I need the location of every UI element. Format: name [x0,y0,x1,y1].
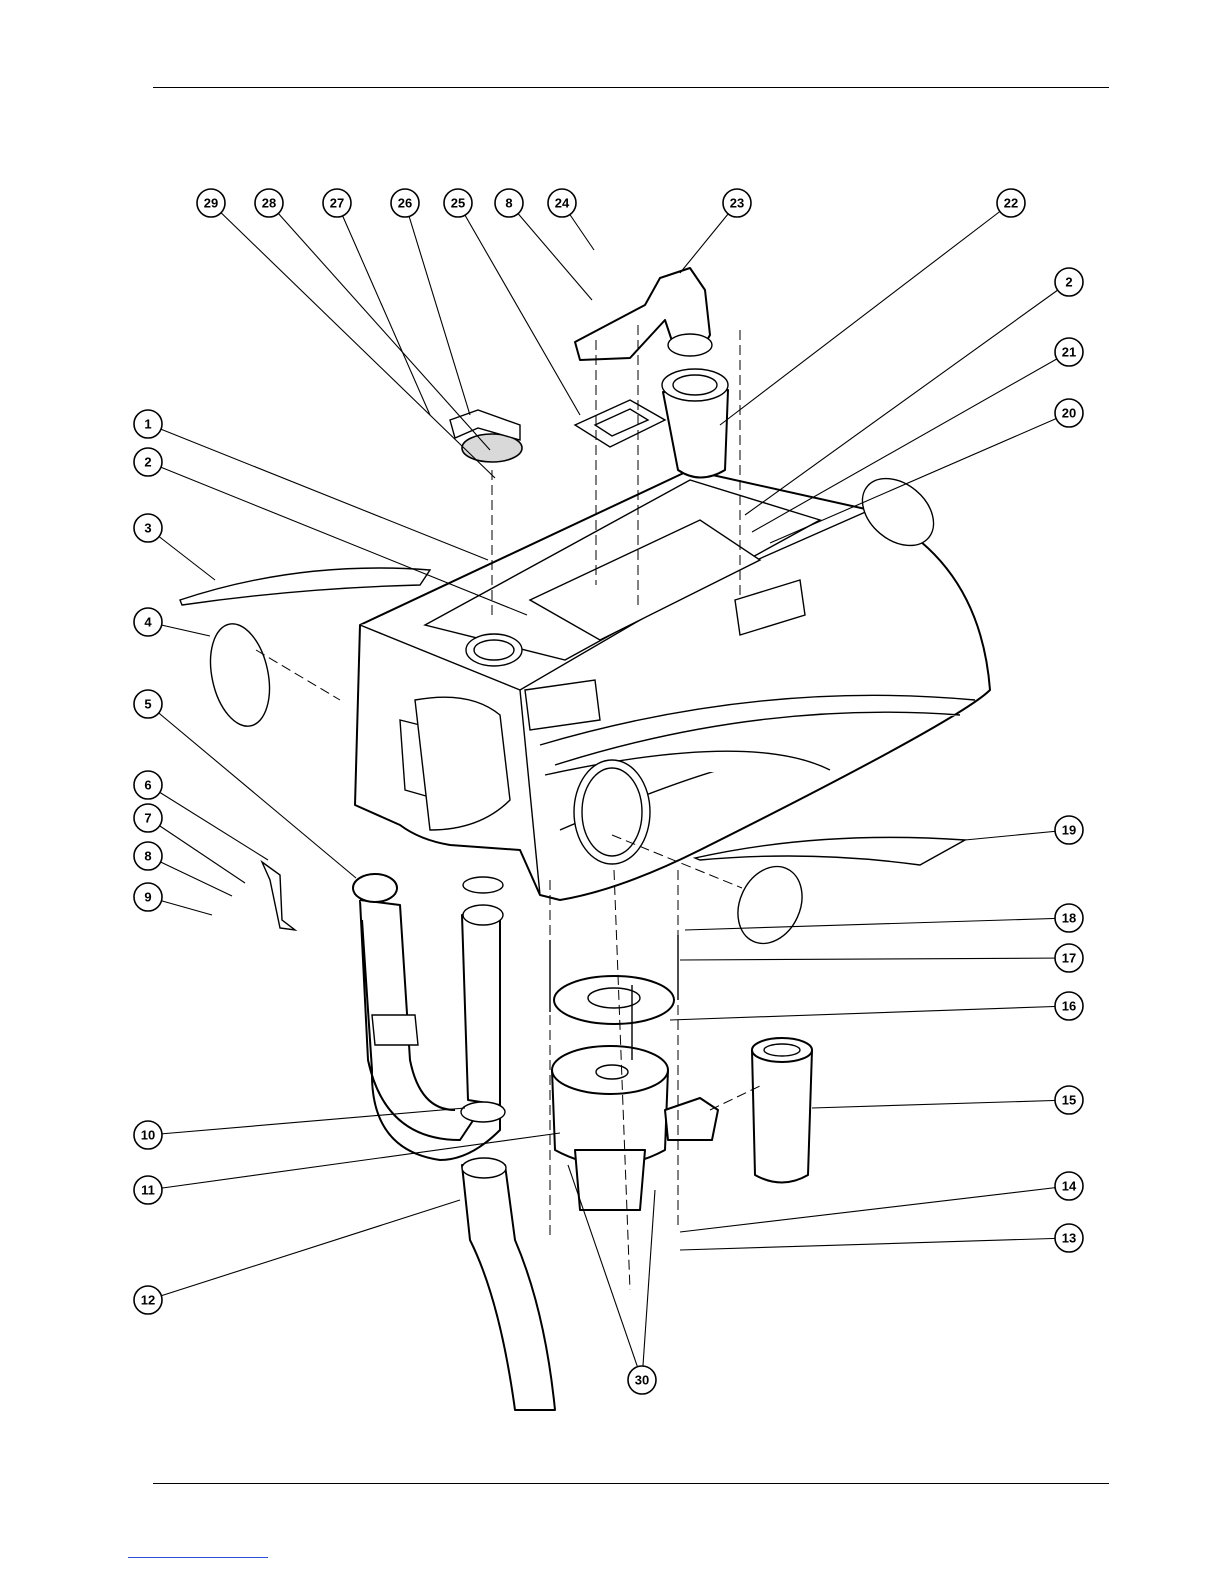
callout-number: 9 [144,890,151,905]
hose-12 [462,1158,555,1410]
callout-24: 24 [548,189,594,250]
callout-number: 10 [141,1128,155,1143]
leader-line [148,424,488,560]
bracket-6 [262,862,295,930]
callout-number: 6 [144,778,151,793]
callout-17: 17 [680,944,1083,972]
callout-number: 23 [730,196,744,211]
tube-22 [662,369,728,478]
callout-number: 18 [1062,911,1076,926]
leader-line [458,203,580,415]
callout-number: 15 [1062,1093,1076,1108]
callout-29: 29 [197,189,495,478]
leader-line [148,1200,460,1300]
leader-line [720,203,1011,425]
callout-number: 20 [1062,406,1076,421]
callout-2: 2 [745,268,1083,515]
leader-line [509,203,592,300]
callout-4: 4 [134,608,210,636]
leader-line [680,958,1069,960]
callout-number: 1 [144,417,151,432]
callout-number: 14 [1062,1179,1077,1194]
leader-line [680,1238,1069,1250]
leader-line [745,282,1069,515]
callout-23: 23 [680,189,751,273]
callout-15: 15 [812,1086,1083,1114]
callout-16: 16 [670,992,1083,1020]
callout-19: 19 [965,816,1083,844]
disc-4 [202,618,278,731]
callout-number: 3 [144,521,151,536]
callout-number: 4 [144,615,152,630]
callout-number: 26 [398,196,412,211]
callout-3: 3 [134,514,215,580]
leader-line [269,203,490,450]
leader-line [148,818,245,883]
trim-3 [180,568,430,605]
leader-line [148,704,356,878]
vacuum-motor-11 [552,1046,718,1210]
callout-14: 14 [680,1172,1083,1232]
callout-number: 21 [1062,345,1076,360]
callout-number: 17 [1062,951,1076,966]
callout-28: 28 [255,189,490,450]
callout-number: 7 [144,811,151,826]
callout-number: 8 [144,849,151,864]
filter-sleeve-15 [752,1038,812,1183]
callout-number: 8 [505,196,512,211]
callout-number: 5 [144,697,151,712]
leader-line [405,203,470,415]
callout-26: 26 [391,189,470,415]
gasket-25 [575,400,665,447]
callout-number: 29 [204,196,218,211]
callout-number: 12 [141,1293,155,1308]
leader-line [812,1100,1069,1108]
leader-line [642,1190,655,1380]
callout-number: 28 [262,196,276,211]
leader-line [680,1186,1069,1232]
callout-number: 24 [555,196,570,211]
leader-line [670,1006,1069,1020]
leader-line [211,203,495,478]
callout-8: 8 [495,189,592,300]
leader-line [337,203,430,415]
callout-number: 19 [1062,823,1076,838]
leader-line [148,785,268,860]
callout-9: 9 [134,883,212,915]
callout-27: 27 [323,189,430,415]
callout-number: 30 [635,1373,649,1388]
callout-number: 27 [330,196,344,211]
callout-1: 1 [134,410,488,560]
disc-19b [726,856,814,954]
callout-number: 16 [1062,999,1076,1014]
callout-number: 2 [1065,275,1072,290]
callout-number: 22 [1004,196,1018,211]
leader-line [965,830,1069,840]
trim-19 [695,837,965,865]
gasket-16 [554,976,674,1024]
hose-10 [461,877,505,1122]
callout-12: 12 [134,1200,460,1314]
callout-13: 13 [680,1224,1083,1252]
callout-25: 25 [444,189,580,415]
callout-number: 13 [1062,1231,1076,1246]
callout-number: 25 [451,196,465,211]
callout-number: 2 [144,455,151,470]
callout-number: 11 [141,1183,155,1198]
callout-22: 22 [720,189,1025,425]
